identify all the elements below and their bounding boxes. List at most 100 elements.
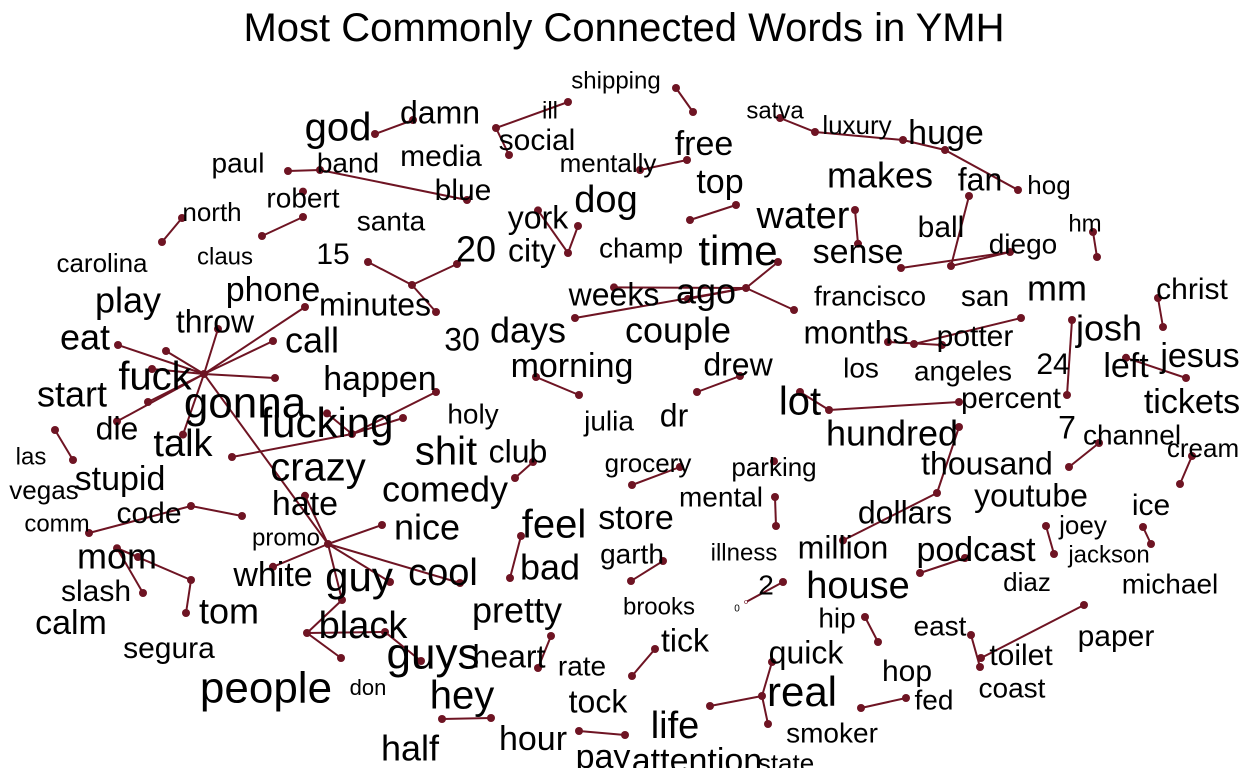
node-jackson	[1139, 523, 1147, 531]
word-label-diego: diego	[989, 228, 1058, 259]
word-label-holy: holy	[447, 398, 498, 429]
node-drew	[736, 372, 744, 380]
word-label-brooks: brooks	[623, 593, 695, 620]
word-label-youtube: youtube	[974, 477, 1088, 513]
word-label-las: las	[16, 443, 47, 470]
node-santa	[299, 213, 307, 221]
node-angeles	[938, 341, 946, 349]
word-label-hate: hate	[272, 485, 338, 523]
node-christ	[1154, 294, 1162, 302]
word-label-josh: josh	[1075, 308, 1142, 349]
node-diaz	[1050, 550, 1058, 558]
word-label-toilet: toilet	[989, 639, 1053, 672]
node-morning	[532, 373, 540, 381]
edge-real-smoker	[761, 695, 769, 725]
node-store	[628, 481, 636, 489]
node-eat	[162, 347, 170, 355]
word-label-feel: feel	[522, 503, 587, 547]
node-start	[144, 398, 152, 406]
node-fucking	[323, 409, 331, 418]
word-label-0: 0	[734, 604, 740, 615]
edge-state-fed	[860, 697, 907, 709]
word-label-north: north	[182, 197, 241, 227]
node-15	[364, 258, 372, 266]
node-paper	[1080, 601, 1088, 609]
edge-fucking-crazy	[326, 412, 353, 435]
node-20	[453, 260, 461, 268]
edge-mental-illness	[774, 496, 777, 527]
edge-luxury-huge	[814, 131, 904, 141]
word-label-store: store	[598, 499, 674, 537]
word-label-dog: dog	[574, 179, 637, 221]
node-hey	[417, 657, 425, 665]
word-label-paul: paul	[212, 147, 265, 178]
node-mom	[113, 544, 121, 553]
word-label-illness: illness	[711, 539, 778, 566]
word-label-mental: mental	[679, 481, 763, 512]
node-slash	[134, 553, 142, 561]
edge-huge-fan	[902, 139, 946, 151]
edge-josh-potter	[913, 317, 1022, 345]
node-comm	[85, 529, 93, 537]
word-label-black: black	[319, 605, 409, 647]
node-mentally	[636, 166, 644, 174]
node-don	[337, 654, 345, 662]
node-parking	[770, 457, 778, 466]
edge-gonna-eat	[165, 350, 205, 375]
edge-nice-guy	[327, 524, 383, 545]
word-label-don: don	[350, 675, 387, 700]
word-label-smoker: smoker	[786, 717, 878, 748]
node-pretty	[386, 578, 394, 586]
word-label-people: people	[200, 664, 332, 713]
word-label-mm: mm	[1027, 268, 1087, 309]
word-label-hop: hop	[882, 655, 932, 688]
node-channel	[1095, 439, 1103, 447]
word-label-ice: ice	[1132, 489, 1170, 522]
node-youtube	[1065, 463, 1073, 471]
node-hm	[1089, 228, 1097, 236]
word-label-parking: parking	[731, 452, 816, 482]
node-makes	[851, 206, 859, 214]
word-label-30: 30	[444, 321, 480, 357]
word-label-phone: phone	[226, 271, 321, 309]
word-label-shipping: shipping	[571, 67, 660, 94]
edge-drew-dr	[696, 375, 741, 393]
edge-shipping-free	[675, 87, 694, 113]
node-las	[51, 426, 59, 434]
node-attention	[621, 731, 629, 739]
edge-dog-city	[567, 225, 579, 254]
word-label-joey: joey	[1058, 510, 1107, 540]
word-label-ball: ball	[918, 211, 965, 244]
word-label-morning: morning	[511, 347, 634, 385]
node-north	[178, 214, 186, 222]
word-label-hip: hip	[818, 602, 855, 633]
node-champ	[686, 216, 694, 224]
edge-code-promo	[190, 505, 243, 517]
word-label-fan: fan	[958, 161, 1002, 197]
node-hate	[301, 491, 309, 500]
node-2	[779, 578, 787, 586]
word-label-lot: lot	[779, 380, 821, 424]
node-brooks	[627, 577, 635, 585]
node-mental	[771, 493, 779, 501]
node-play	[114, 341, 122, 349]
node-fan	[941, 146, 949, 154]
edge-gonna-talk	[182, 373, 205, 435]
word-label-pretty: pretty	[472, 590, 562, 631]
word-label-garth: garth	[600, 538, 664, 569]
node-luxury	[811, 128, 819, 136]
edge-tom-segura	[185, 579, 192, 614]
word-label-hey: hey	[430, 674, 495, 718]
edge-crazy-holy	[351, 391, 437, 435]
word-label-comedy: comedy	[382, 469, 508, 510]
node-guys	[381, 628, 389, 636]
node-damn	[409, 116, 417, 124]
node-san	[1006, 248, 1014, 256]
node-weeks	[610, 283, 618, 292]
node-life	[706, 702, 714, 710]
node-guy	[324, 540, 332, 548]
edge-calm-mom	[116, 547, 144, 594]
edge-paul-band	[287, 169, 321, 172]
edge-joey-diaz	[1045, 525, 1055, 555]
node-top	[683, 156, 691, 164]
